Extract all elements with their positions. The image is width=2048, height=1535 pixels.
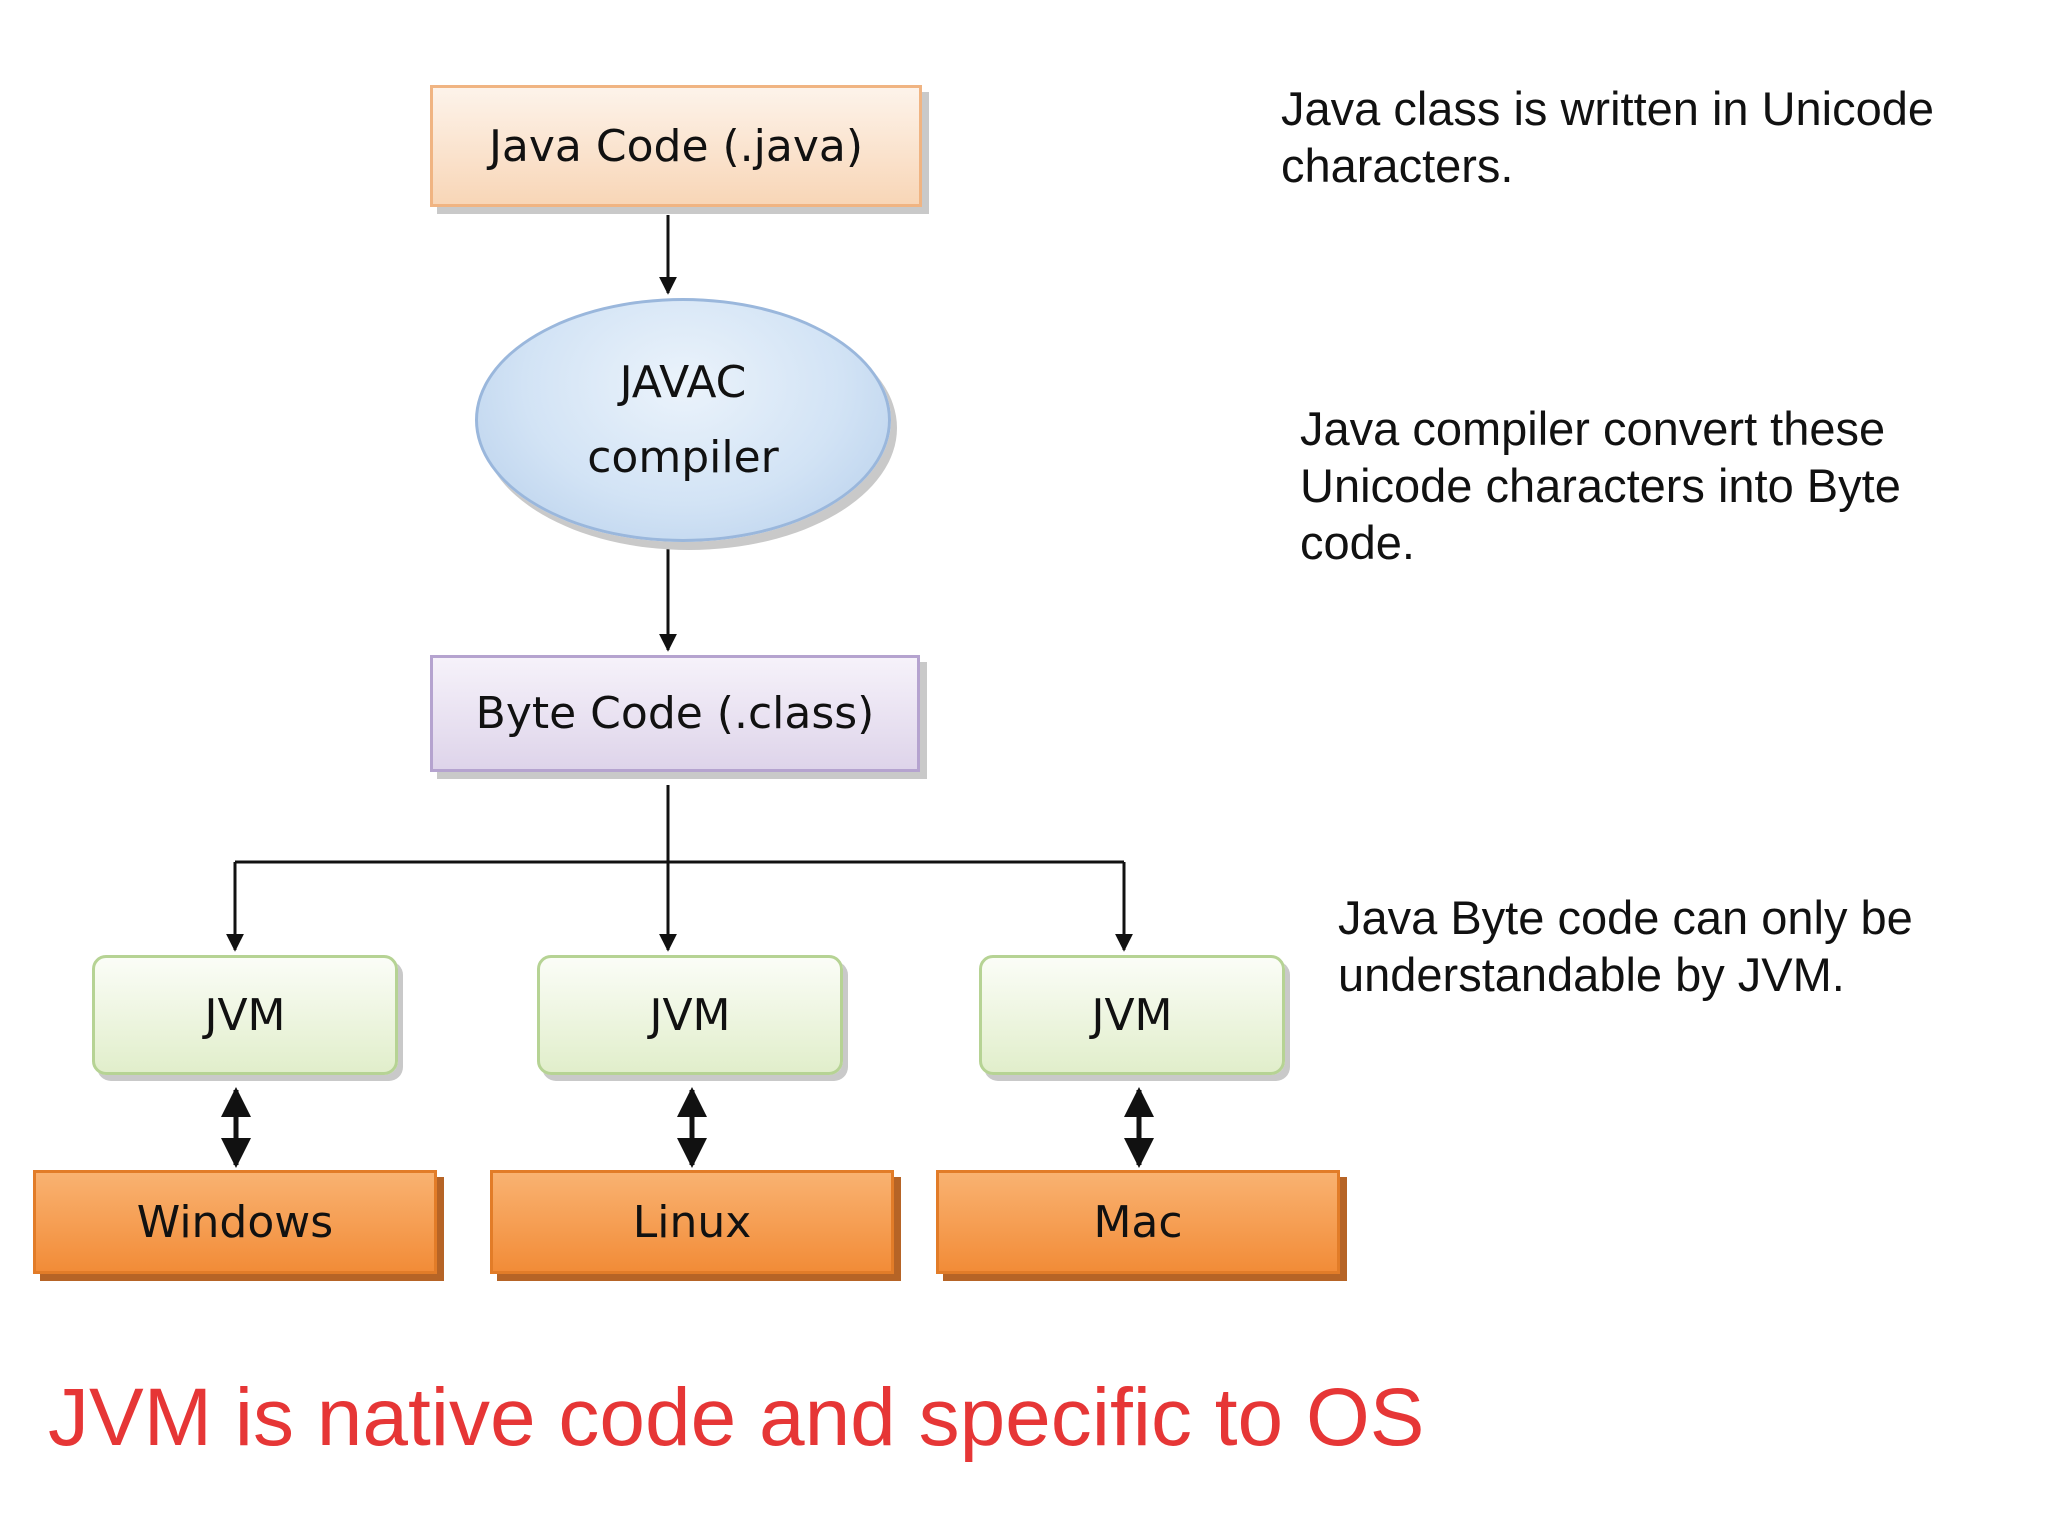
jvm-box-mac: JVM — [979, 955, 1285, 1075]
os-label-mac: Mac — [1093, 1196, 1183, 1248]
jvm-label: JVM — [1091, 989, 1173, 1041]
footer-statement: JVM is native code and specific to OS — [48, 1372, 1425, 1463]
os-box-windows: Windows — [33, 1170, 437, 1274]
note-bytecode-jvm: Java Byte code can only be understandabl… — [1338, 891, 1913, 1001]
bytecode-label: Byte Code (.class) — [475, 688, 875, 739]
jvm-label: JVM — [649, 989, 731, 1041]
compiler-label-line-1: JAVAC — [619, 357, 747, 408]
note-unicode: Java class is written in Unicode charact… — [1281, 82, 1935, 192]
javac-compiler-ellipse: JAVAC compiler — [475, 298, 891, 542]
note-compiler: Java compiler convert these Unicode char… — [1300, 402, 1901, 569]
bytecode-box: Byte Code (.class) — [430, 655, 920, 772]
jvm-box-windows: JVM — [92, 955, 398, 1075]
os-label-linux: Linux — [632, 1196, 752, 1248]
jvm-label: JVM — [204, 989, 286, 1041]
java-source-label: Java Code (.java) — [488, 120, 864, 172]
java-source-box: Java Code (.java) — [430, 85, 922, 207]
compiler-label-line-2: compiler — [587, 432, 779, 483]
os-label-windows: Windows — [136, 1196, 334, 1248]
jvm-box-linux: JVM — [537, 955, 843, 1075]
os-box-linux: Linux — [490, 1170, 894, 1274]
os-box-mac: Mac — [936, 1170, 1340, 1274]
